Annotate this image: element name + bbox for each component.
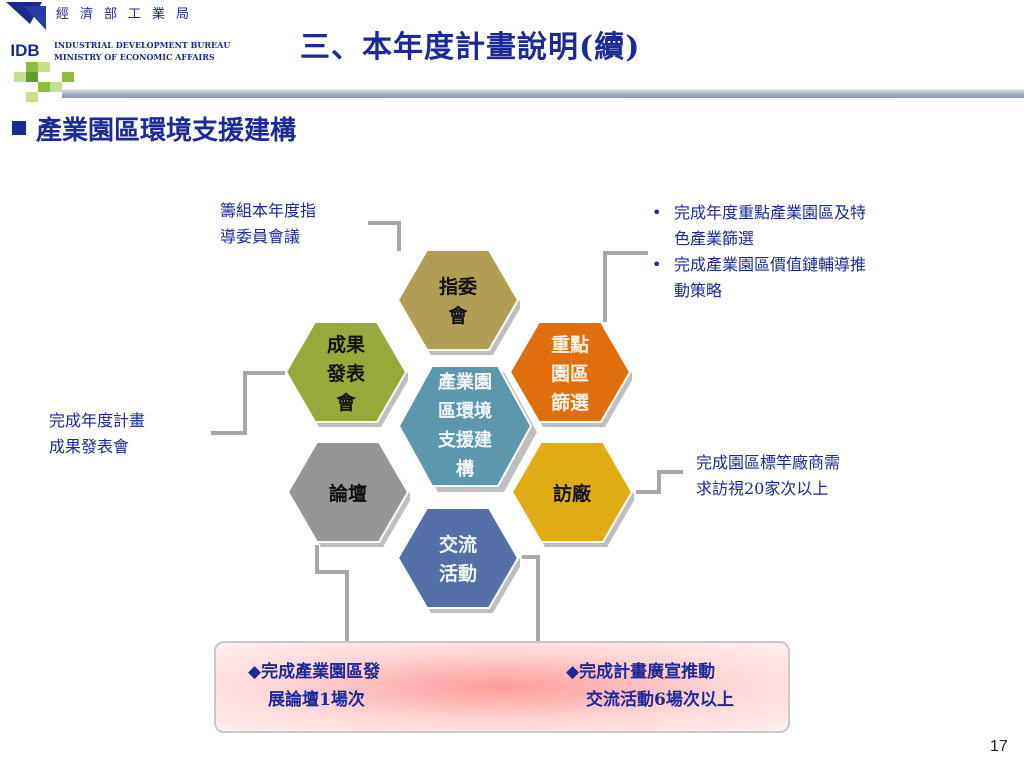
hexagon-committee: 指委會 bbox=[396, 248, 520, 356]
organization-name-en-line2: MINISTRY OF ECONOMIC AFFAIRS bbox=[54, 52, 215, 62]
connector-results bbox=[211, 371, 285, 435]
page-title: 三、本年度計畫說明(續) bbox=[300, 30, 641, 65]
bullet-icon: • bbox=[652, 203, 662, 222]
summary-forum-line2: 展論壇1場次 bbox=[268, 690, 365, 710]
annotation-screening-item1-line1: 完成年度重點產業園區及特 bbox=[674, 203, 867, 222]
hexagon-committee-label-line1: 指委 bbox=[438, 276, 477, 298]
annotation-results-line1: 完成年度計畫 bbox=[49, 411, 146, 430]
hexagon-committee-label-line2: 會 bbox=[448, 305, 468, 327]
hexagon-center-label-line1: 產業園 bbox=[438, 372, 492, 393]
annotation-visits: 完成園區標竿廠商需 求訪視20家次以上 bbox=[696, 450, 840, 502]
annotation-visits-line2: 求訪視20家次以上 bbox=[696, 479, 829, 498]
summary-promotion: ◆完成計畫廣宣推動 交流活動6場次以上 bbox=[566, 658, 734, 714]
annotation-results: 完成年度計畫 成果發表會 bbox=[49, 408, 145, 460]
hexagon-results-label-line2: 發表 bbox=[326, 362, 365, 385]
connector-forum bbox=[315, 545, 349, 648]
annotation-screening-item2-line2: 動策略 bbox=[674, 281, 723, 300]
connector-visits bbox=[636, 470, 683, 494]
hexagon-center-label-line2: 區環境 bbox=[438, 401, 492, 422]
hexagon-results-presentation: 成果發表會 bbox=[284, 320, 408, 428]
organization-name-en-line1: INDUSTRIAL DEVELOPMENT BUREAU bbox=[54, 40, 231, 50]
hexagon-center-label-line3: 支援建 bbox=[438, 430, 492, 451]
hexagon-screening-label-line2: 園區 bbox=[550, 362, 589, 385]
annotation-screening-list: • 完成年度重點產業園區及特 色產業篩選 • 完成產業園區價值鏈輔導推 動策略 bbox=[652, 200, 866, 304]
hexagon-exchange-label-line2: 活動 bbox=[438, 563, 477, 585]
square-bullet-icon bbox=[12, 121, 26, 135]
hexagon-screening-label-line1: 重點 bbox=[550, 333, 589, 356]
hexagon-exchange-activities: 交流活動 bbox=[396, 506, 520, 614]
hexagon-center-label-line4: 構 bbox=[456, 459, 474, 480]
connector-committee bbox=[368, 221, 401, 251]
section-heading: 產業園區環境支援建構 bbox=[12, 110, 296, 147]
hexagon-factory-visits: 訪廠 bbox=[510, 440, 634, 548]
bullet-icon: • bbox=[652, 255, 662, 274]
summary-forum: ◆完成產業園區發 展論壇1場次 bbox=[248, 658, 380, 714]
hexagon-results-label-line3: 會 bbox=[336, 391, 356, 414]
section-heading-text: 產業園區環境支援建構 bbox=[36, 116, 297, 146]
bottom-summary-box bbox=[214, 641, 790, 733]
summary-promotion-line1: ◆完成計畫廣宣推動 bbox=[566, 662, 716, 682]
bureau-logo: IDB bbox=[0, 0, 52, 60]
organization-name-cn: 經濟部工業局 bbox=[56, 7, 201, 22]
summary-forum-line1: ◆完成產業園區發 bbox=[248, 662, 381, 682]
header-divider-bar bbox=[62, 89, 1024, 98]
hexagon-visits-label: 訪廠 bbox=[552, 482, 591, 505]
connector-screening bbox=[603, 251, 648, 322]
logo-text: IDB bbox=[10, 41, 39, 60]
annotation-visits-line1: 完成園區標竿廠商需 bbox=[696, 453, 841, 472]
summary-promotion-line2: 交流活動6場次以上 bbox=[586, 690, 734, 710]
hexagon-forum: 論壇 bbox=[286, 440, 410, 548]
hexagon-exchange-label-line1: 交流 bbox=[438, 534, 477, 556]
hexagon-key-park-screening: 重點園區篩選 bbox=[508, 320, 632, 428]
annotation-committee-line2: 導委員會議 bbox=[220, 227, 301, 246]
annotation-screening-item1-line2: 色產業篩選 bbox=[674, 229, 755, 248]
hexagon-center-topic: 產業園區環境支援建構 bbox=[397, 362, 537, 502]
page-number: 17 bbox=[990, 738, 1008, 755]
annotation-results-line2: 成果發表會 bbox=[49, 437, 130, 456]
annotation-screening-item2-line1: 完成產業園區價值鏈輔導推 bbox=[674, 255, 867, 274]
annotation-committee-line1: 籌組本年度指 bbox=[220, 201, 317, 220]
hexagon-results-label-line1: 成果 bbox=[326, 333, 365, 356]
annotation-committee: 籌組本年度指 導委員會議 bbox=[220, 198, 316, 250]
hexagon-screening-label-line3: 篩選 bbox=[550, 391, 589, 414]
decorative-green-blocks bbox=[0, 62, 90, 106]
hexagon-forum-label: 論壇 bbox=[328, 482, 367, 505]
